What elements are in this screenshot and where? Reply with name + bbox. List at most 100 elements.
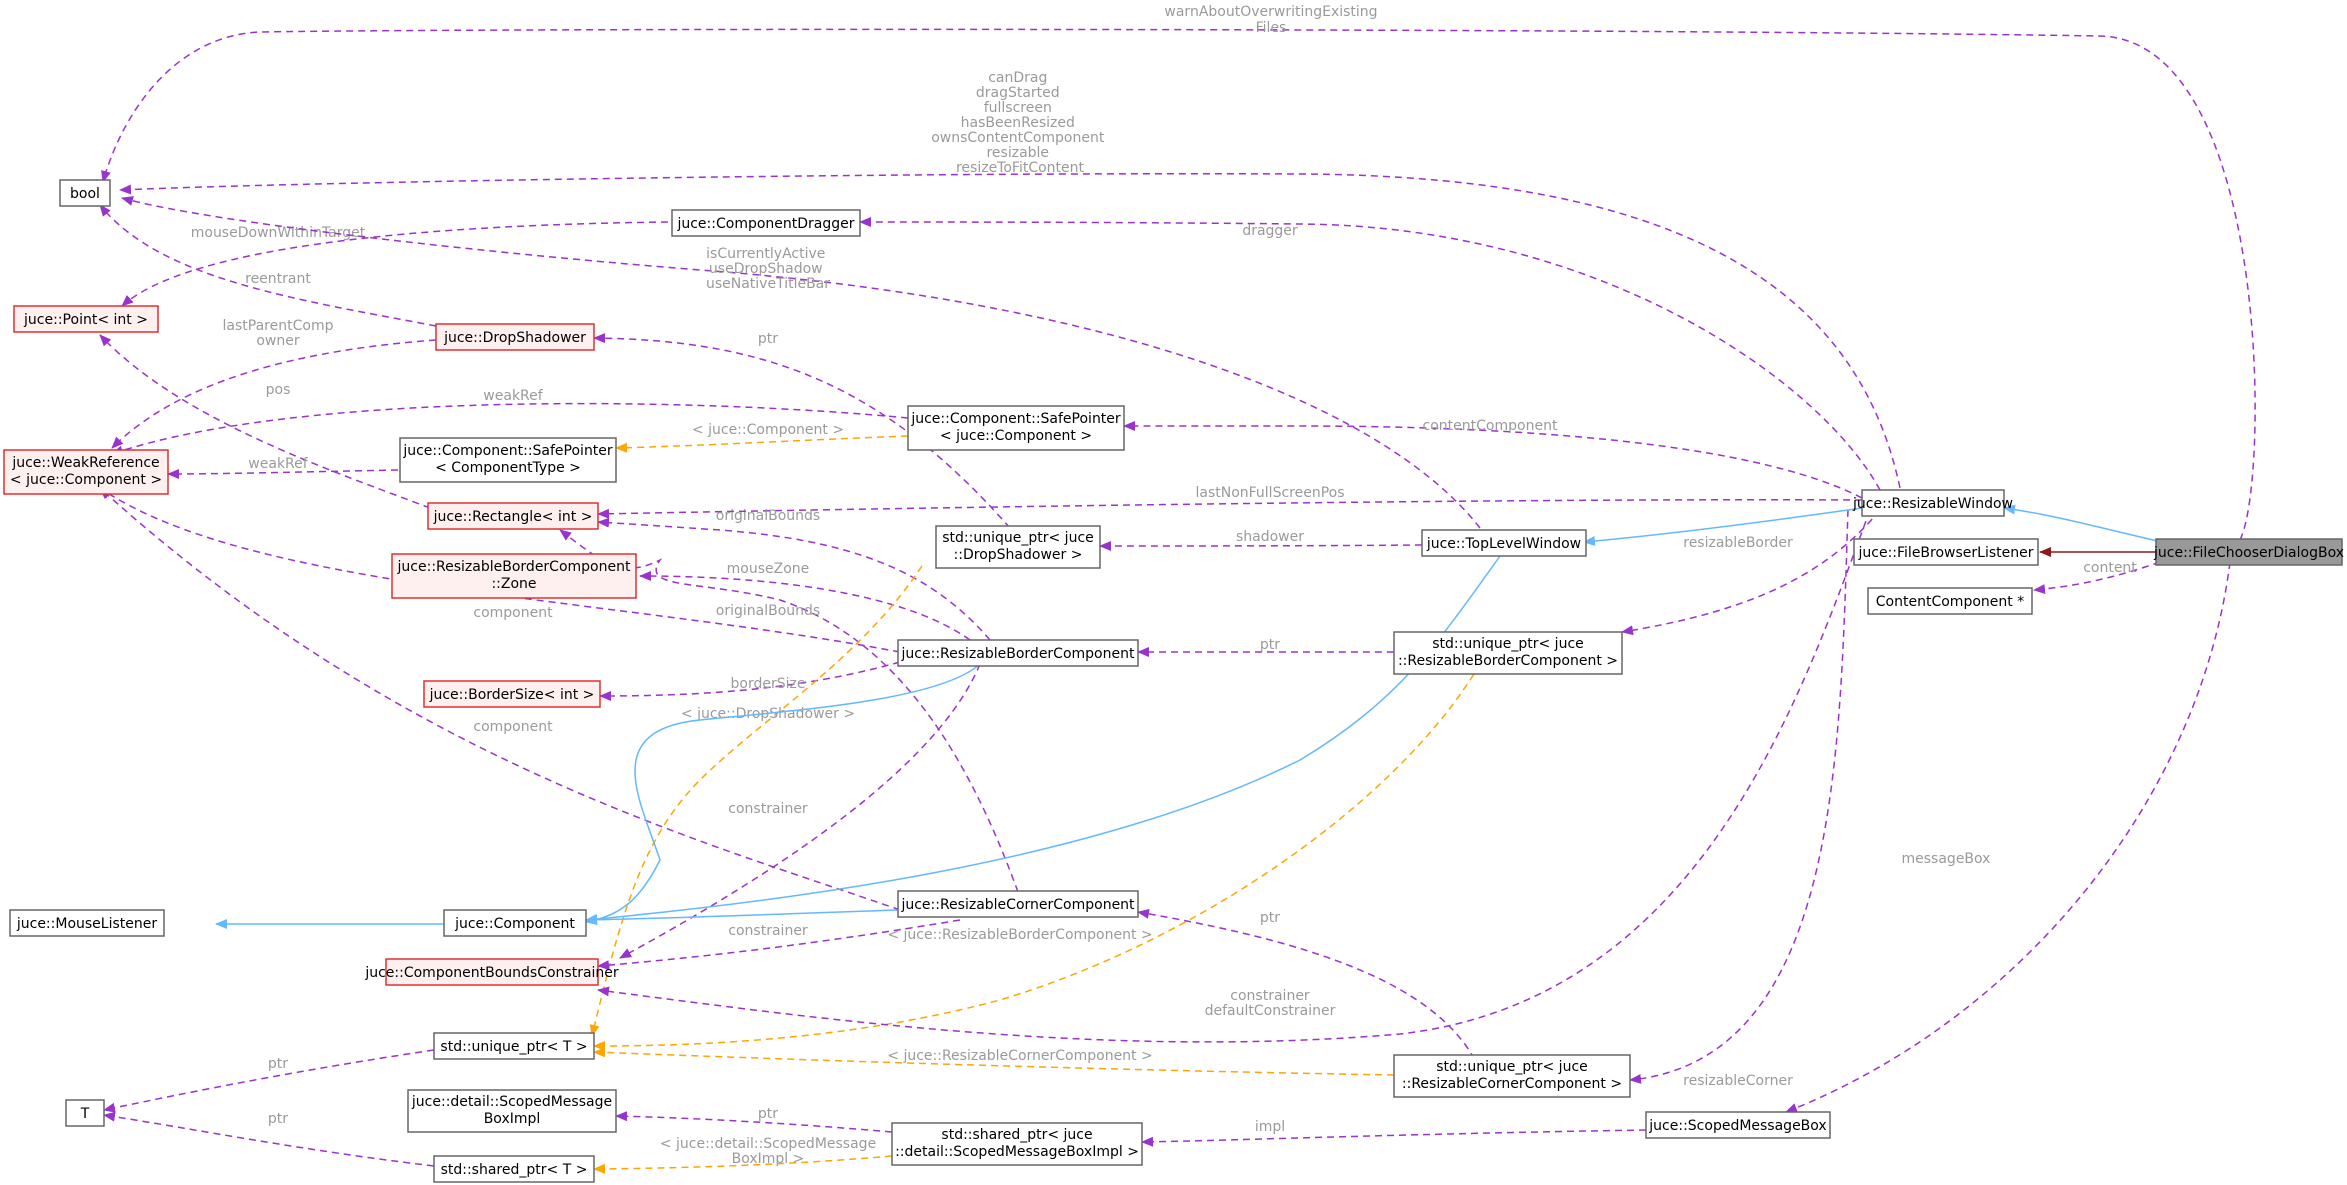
node-shared-ptr-scoped-message-box-impl[interactable]: std::shared_ptr< juce::detail::ScopedMes… [891, 1122, 1143, 1166]
edge-label-ptr-rcc: ptr [1260, 910, 1280, 926]
node-label: std::unique_ptr< juce::ResizableBorderCo… [1398, 636, 1618, 669]
node-rectangle-int[interactable]: juce::Rectangle< int > [427, 502, 599, 530]
node-label: juce::ResizableWindow [1852, 496, 2013, 512]
edge-constrainer-2: constrainer [597, 919, 961, 971]
edge-label-original-bounds-2: originalBounds [716, 603, 820, 619]
node-file-browser-listener[interactable]: juce::FileBrowserListener [1853, 538, 2039, 566]
edge-label-ptr-rbc: ptr [1260, 637, 1280, 653]
node-resizable-border-zone[interactable]: juce::ResizableBorderComponent::Zone [391, 553, 637, 599]
node-label: std::unique_ptr< T > [440, 1039, 587, 1055]
node-label: juce::Rectangle< int > [433, 509, 593, 525]
edge-label-component-1: component [473, 605, 553, 621]
node-weak-reference[interactable]: juce::WeakReference< juce::Component > [3, 449, 169, 495]
node-unique-ptr-t[interactable]: std::unique_ptr< T > [433, 1032, 595, 1060]
edge-inherit-rcc-component [585, 909, 899, 925]
node-label: bool [70, 186, 100, 202]
edge-label-ptr-smbi: ptr [758, 1106, 778, 1122]
node-mouse-listener[interactable]: juce::MouseListener [9, 909, 165, 937]
edge-weakref-1: weakRef [111, 388, 909, 456]
edge-resizable-corner: resizableCorner [1629, 509, 1849, 1089]
node-component-bounds-constrainer[interactable]: juce::ComponentBoundsConstrainer [364, 958, 619, 986]
node-scoped-message-box[interactable]: juce::ScopedMessageBox [1645, 1111, 1831, 1139]
edge-mouse-down-within-target: mouseDownWithinTarget [121, 221, 669, 307]
node-label: juce::Component::SafePointer< ComponentT… [402, 443, 613, 476]
edge-label-ptr-t-2: ptr [268, 1111, 288, 1127]
edge-mouse-zone: mouseZone [639, 561, 971, 641]
edge-label-ptr-t-1: ptr [268, 1056, 288, 1072]
node-label: juce::Component::SafePointer< juce::Comp… [910, 411, 1121, 444]
node-label: juce::FileBrowserListener [1858, 545, 2034, 561]
node-top-level-window[interactable]: juce::TopLevelWindow [1421, 529, 1587, 557]
node-unique-ptr-dropshadower[interactable]: std::unique_ptr< juce::DropShadower > [935, 525, 1101, 569]
node-content-component-ptr[interactable]: ContentComponent * [1867, 587, 2033, 615]
edge-weakref-2: weakRef [167, 456, 399, 479]
node-component-dragger[interactable]: juce::ComponentDragger [671, 209, 861, 237]
node-label: std::shared_ptr< juce::detail::ScopedMes… [895, 1127, 1139, 1160]
node-safe-pointer-componenttype[interactable]: juce::Component::SafePointer< ComponentT… [399, 437, 617, 483]
node-unique-ptr-resizable-border[interactable]: std::unique_ptr< juce::ResizableBorderCo… [1393, 631, 1623, 675]
edge-label-message-box: messageBox [1902, 851, 1991, 867]
edge-label-content-component: contentComponent [1423, 418, 1558, 434]
edge-label-rw-bools: canDrag dragStarted fullscreen hasBeenRe… [931, 70, 1109, 176]
edge-pos: pos [99, 334, 431, 509]
edge-original-bounds-1: originalBounds [597, 508, 991, 641]
edge-ptr-t-1: ptr [103, 1049, 435, 1113]
node-resizable-border-component[interactable]: juce::ResizableBorderComponent [897, 639, 1139, 667]
edge-inherit-fcdb-rw [2003, 504, 2163, 543]
edge-last-non-fullscreen: lastNonFullScreenPos [597, 485, 1863, 519]
edge-inherit-rw-tlw [1583, 507, 1863, 546]
node-label: ContentComponent * [1876, 594, 2024, 610]
edge-label-content: content [2083, 560, 2137, 576]
edge-label-resizable-corner: resizableCorner [1683, 1073, 1793, 1089]
node-safe-pointer-component[interactable]: juce::Component::SafePointer< juce::Comp… [907, 405, 1125, 451]
edge-label-reentrant: reentrant [245, 271, 311, 287]
node-label: juce::ComponentDragger [676, 216, 854, 232]
node-border-size-int[interactable]: juce::BorderSize< int > [423, 680, 601, 708]
node-label: juce::TopLevelWindow [1426, 536, 1581, 552]
node-label: juce::BorderSize< int > [429, 687, 595, 703]
node-unique-ptr-resizable-corner[interactable]: std::unique_ptr< juce::ResizableCornerCo… [1393, 1054, 1631, 1098]
edge-label-original-bounds-1: originalBounds [716, 508, 820, 524]
node-component[interactable]: juce::Component [443, 909, 587, 937]
node-label: T [80, 1106, 90, 1122]
edge-resizable-border: resizableBorder [1621, 509, 1881, 636]
node-label: juce::DropShadower [443, 330, 586, 346]
edge-ptr-rcc: ptr [1137, 908, 1481, 1071]
edge-inherit-rbc-component [585, 663, 981, 926]
node-label: juce::ResizableBorderComponent [901, 646, 1135, 662]
edge-label-pos: pos [266, 382, 291, 398]
edge-ptr-smbi: ptr [615, 1106, 893, 1133]
node-file-chooser-dialog-box[interactable]: juce::FileChooserDialogBox [2153, 538, 2344, 566]
node-shared-ptr-t[interactable]: std::shared_ptr< T > [433, 1155, 595, 1183]
edge-label-component-2: component [473, 719, 553, 735]
edge-label-dragger: dragger [1242, 223, 1298, 239]
edge-label-mouse-zone: mouseZone [727, 561, 810, 577]
node-label: std::shared_ptr< T > [441, 1162, 588, 1178]
node-resizable-window[interactable]: juce::ResizableWindow [1852, 489, 2013, 517]
edge-content-component: contentComponent [1123, 418, 1863, 499]
edge-label-ptr-ds: ptr [758, 331, 778, 347]
edge-shadower: shadower [1099, 529, 1423, 551]
edge-label-shadower: shadower [1236, 529, 1304, 545]
edge-component-2: component [99, 487, 901, 911]
edge-ptr-rbc: ptr [1137, 637, 1394, 657]
node-label: std::unique_ptr< juce::DropShadower > [942, 530, 1094, 563]
node-label: juce::Component [454, 916, 575, 932]
node-bool[interactable]: bool [59, 179, 111, 207]
node-point-int[interactable]: juce::Point< int > [13, 305, 159, 333]
node-drop-shadower[interactable]: juce::DropShadower [435, 323, 595, 351]
edge-label-border-size: borderSize [731, 676, 806, 692]
edge-ptr-t-2: ptr [103, 1111, 435, 1167]
edge-rw-bools: canDrag dragStarted fullscreen hasBeenRe… [119, 70, 1901, 489]
node-t[interactable]: T [65, 1099, 105, 1127]
node-resizable-corner-component[interactable]: juce::ResizableCornerComponent [897, 890, 1139, 918]
node-label: juce::WeakReference< juce::Component > [10, 455, 162, 488]
